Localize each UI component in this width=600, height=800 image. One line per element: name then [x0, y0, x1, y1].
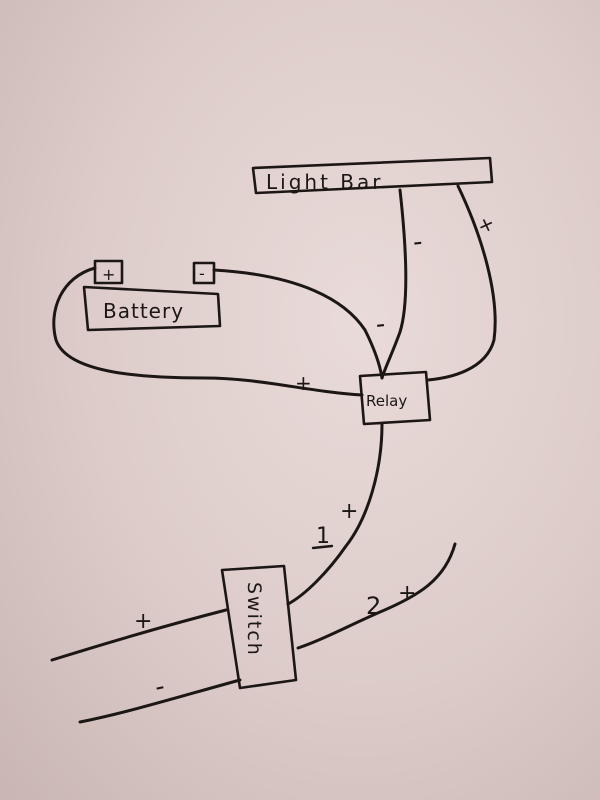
wire-switch-input-negative [78, 678, 242, 724]
light-bar-label: Light Bar [266, 170, 383, 194]
relay-label: Relay [366, 392, 407, 410]
battery-positive-wire-mark: + [295, 371, 312, 395]
wire-switch-output-2 [296, 542, 457, 650]
switch-output-number: 2 [366, 592, 381, 620]
battery-box [82, 285, 222, 332]
relay-box [358, 370, 432, 426]
switch-label: Switch [243, 582, 265, 657]
switch-box [220, 564, 298, 690]
switch-input-negative-mark: - [152, 671, 167, 702]
battery-positive-terminal [93, 259, 124, 285]
battery: + - Battery [82, 259, 222, 332]
wire-battery-positive-to-relay [52, 266, 364, 397]
battery-positive-sign: + [102, 265, 115, 284]
battery-negative-wire-mark: - [374, 309, 386, 340]
switch-output-sign: + [398, 581, 416, 606]
switch: Switch [220, 564, 298, 690]
lightbar-negative-mark: - [411, 227, 423, 258]
wire-lightbar-positive-to-relay [426, 184, 497, 382]
wire-lightbar-negative-to-relay [380, 188, 408, 380]
battery-negative-terminal [192, 261, 216, 285]
wire-battery-negative-to-relay [212, 268, 384, 380]
relay-switch-wire-number: 1 [316, 524, 330, 549]
wire-switch-input-positive [50, 608, 228, 662]
switch-input-positive-mark: + [134, 609, 152, 634]
light-bar: Light Bar [251, 156, 494, 195]
battery-label: Battery [103, 299, 184, 323]
light-bar-box [251, 156, 494, 195]
battery-negative-sign: - [199, 264, 205, 283]
relay-switch-wire-sign: + [340, 499, 358, 524]
relay: Relay [358, 370, 432, 426]
wire-relay-to-switch [286, 422, 384, 606]
relay-switch-number-underline [311, 544, 334, 550]
